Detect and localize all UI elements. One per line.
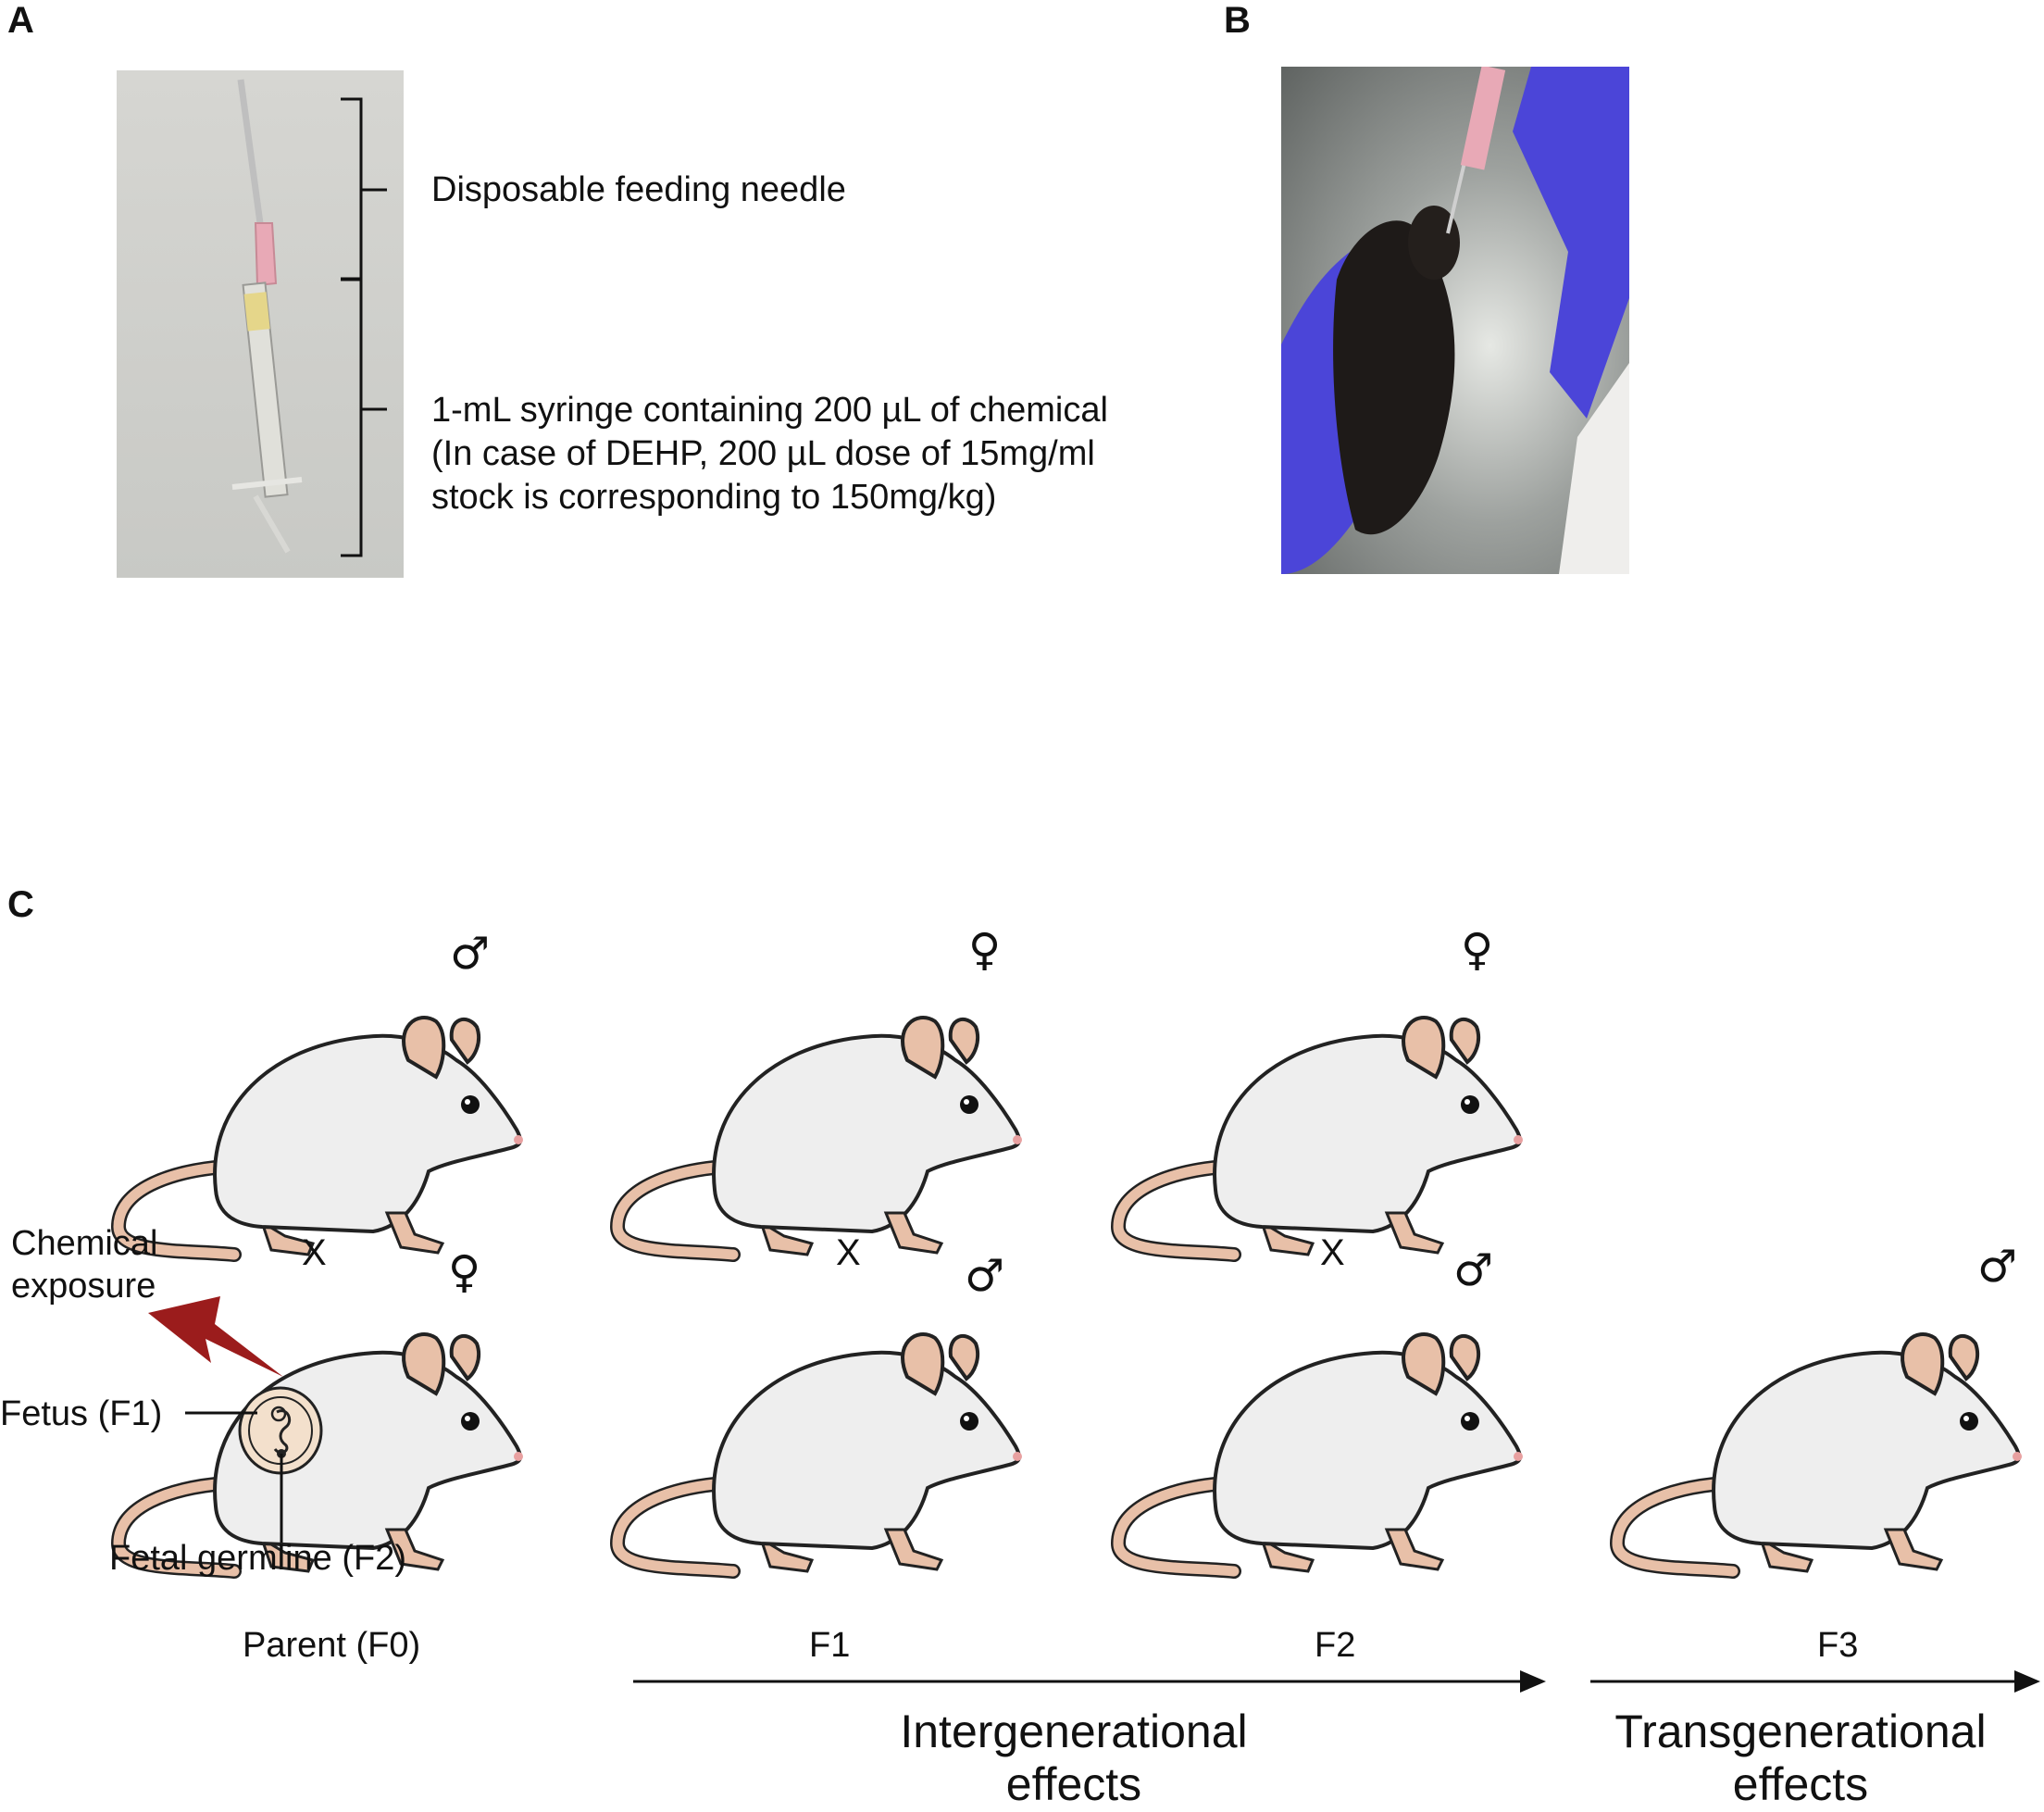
panel-label-c: C: [7, 884, 34, 925]
panel-label-a: A: [7, 0, 34, 41]
syringe-label-3: stock is corresponding to 150mg/kg): [431, 478, 997, 517]
exposure-label-1: Chemical: [11, 1224, 158, 1263]
cross-f1: X: [836, 1232, 861, 1273]
transgenerational-arrow: [1590, 1670, 2040, 1693]
intergenerational-arrow: [633, 1670, 1546, 1693]
generation-f1-label: F1: [809, 1626, 851, 1665]
cross-f0: X: [302, 1232, 327, 1273]
generation-f2-label: F2: [1315, 1626, 1356, 1665]
germline-leader-line: [280, 1454, 283, 1543]
male-symbol-f1: ♂: [965, 1250, 1005, 1302]
intergenerational-label-1: Intergenerational: [900, 1706, 1248, 1757]
lightning-bolt-icon: [148, 1296, 283, 1377]
gavage-photo: [1281, 67, 1629, 574]
mouse-f2-male: [1123, 1321, 1530, 1590]
gavage-image: [1281, 67, 1629, 574]
fetus-icon: [238, 1386, 323, 1475]
fetus-leader-line: [185, 1411, 257, 1415]
male-symbol-f2: ♂: [1453, 1244, 1494, 1296]
syringe-image: [231, 79, 303, 554]
male-symbol-f3: ♂: [1977, 1241, 2018, 1293]
male-symbol-f0: ♂: [450, 928, 491, 980]
cross-f2: X: [1320, 1232, 1345, 1273]
female-symbol-f1: ♀: [968, 924, 1002, 976]
syringe-bracket: [341, 278, 387, 557]
needle-label: Disposable feeding needle: [431, 170, 846, 209]
mouse-f0-male: [123, 1005, 530, 1273]
exposure-label-2: exposure: [11, 1267, 156, 1306]
female-symbol-f2: ♀: [1461, 924, 1494, 976]
transgenerational-label-2: effects: [1732, 1758, 1869, 1810]
fetus-label: Fetus (F1): [0, 1394, 163, 1433]
female-symbol-f0: ♀: [448, 1246, 481, 1298]
generation-f3-label: F3: [1817, 1626, 1859, 1665]
panel-label-b: B: [1224, 0, 1251, 41]
transgenerational-label-1: Transgenerational: [1614, 1706, 1987, 1757]
generation-f0-label: Parent (F0): [243, 1626, 421, 1665]
syringe-label-2: (In case of DEHP, 200 µL dose of 15mg/ml: [431, 434, 1095, 473]
syringe-photo: [117, 70, 404, 578]
intergenerational-label-2: effects: [1005, 1758, 1142, 1810]
mouse-f1-male: [622, 1321, 1029, 1590]
germline-label: Fetal germline (F2): [109, 1539, 406, 1578]
mouse-f3-male: [1622, 1321, 2029, 1590]
syringe-label-1: 1-mL syringe containing 200 µL of chemic…: [431, 391, 1108, 430]
mouse-f1-female: [622, 1005, 1029, 1273]
